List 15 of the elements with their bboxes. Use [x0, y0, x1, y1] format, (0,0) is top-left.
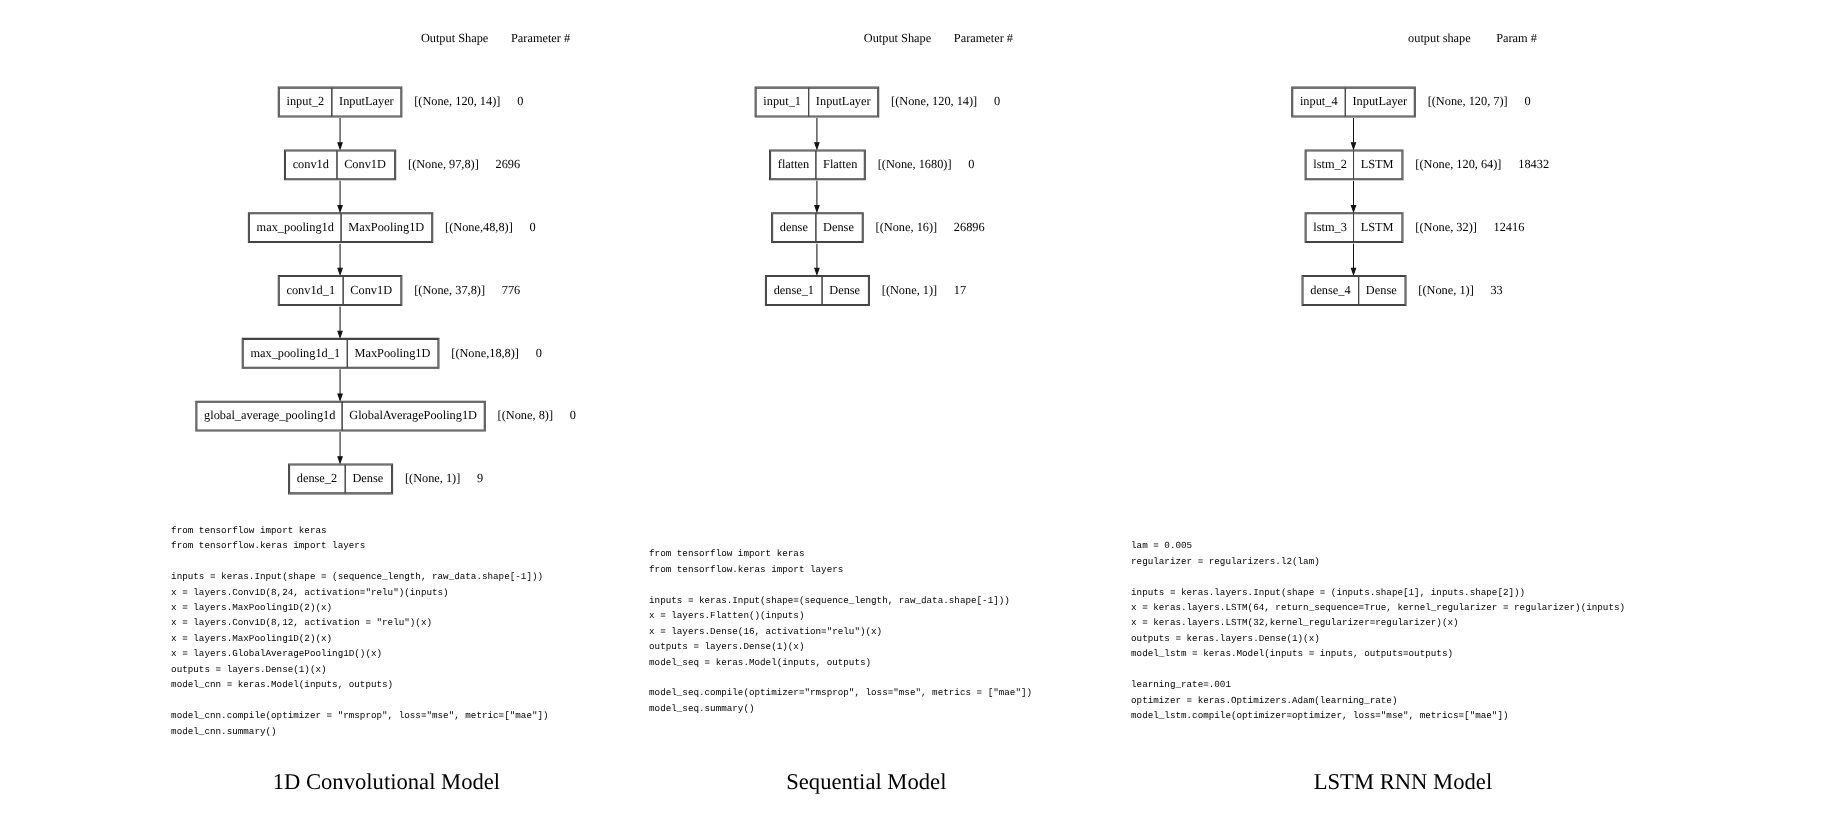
- arrow: [337, 117, 343, 151]
- arrow: [337, 305, 343, 339]
- arrow: [814, 243, 820, 277]
- arrow: [337, 368, 343, 402]
- label: LSTM RNN Model: [1313, 771, 1493, 796]
- arrow: [1350, 243, 1357, 277]
- arrow: [1350, 117, 1357, 151]
- arrow: [1350, 180, 1357, 214]
- arrow: [337, 180, 343, 214]
- arrow: [337, 431, 343, 465]
- label: Sequential Model: [786, 771, 947, 796]
- arrow: [337, 243, 343, 277]
- arrow: [814, 117, 820, 151]
- label: 1D Convolutional Model: [272, 771, 501, 796]
- arrow: [814, 180, 820, 214]
